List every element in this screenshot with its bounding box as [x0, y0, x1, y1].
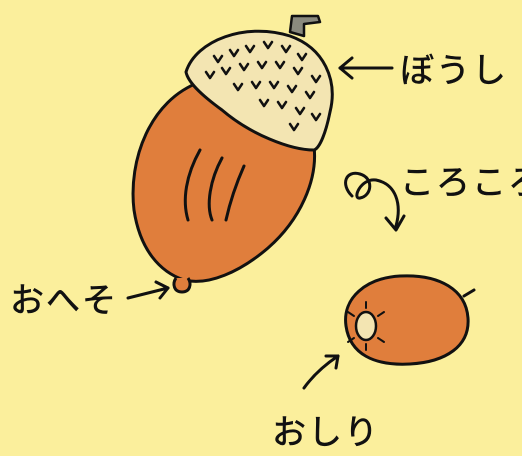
label-cap: ぼうし — [400, 51, 508, 91]
big-acorn-line-3 — [224, 164, 246, 222]
big-acorn-navel — [172, 277, 192, 294]
hand-drawn-arrow-icon — [302, 354, 340, 390]
label-rolling: ころころ — [400, 163, 522, 203]
hand-drawn-arrow-icon — [338, 56, 394, 80]
big-acorn-line-1 — [183, 148, 202, 222]
small-nut-body — [344, 274, 470, 366]
label-bottom: おしり — [272, 413, 380, 453]
big-acorn-cap-scales — [204, 40, 322, 132]
big-acorn-cap — [184, 29, 334, 152]
small-nut-scar-rays — [347, 301, 385, 351]
small-nut-scar — [354, 310, 378, 342]
hand-drawn-arrow-icon — [344, 171, 406, 232]
hand-drawn-arrow-icon — [126, 280, 170, 300]
big-acorn — [131, 14, 334, 294]
small-nut-tip — [462, 288, 476, 298]
label-navel: おへそ — [10, 281, 118, 321]
big-acorn-line-2 — [207, 156, 224, 222]
small-nut — [344, 274, 476, 366]
big-acorn-stem — [288, 14, 322, 38]
